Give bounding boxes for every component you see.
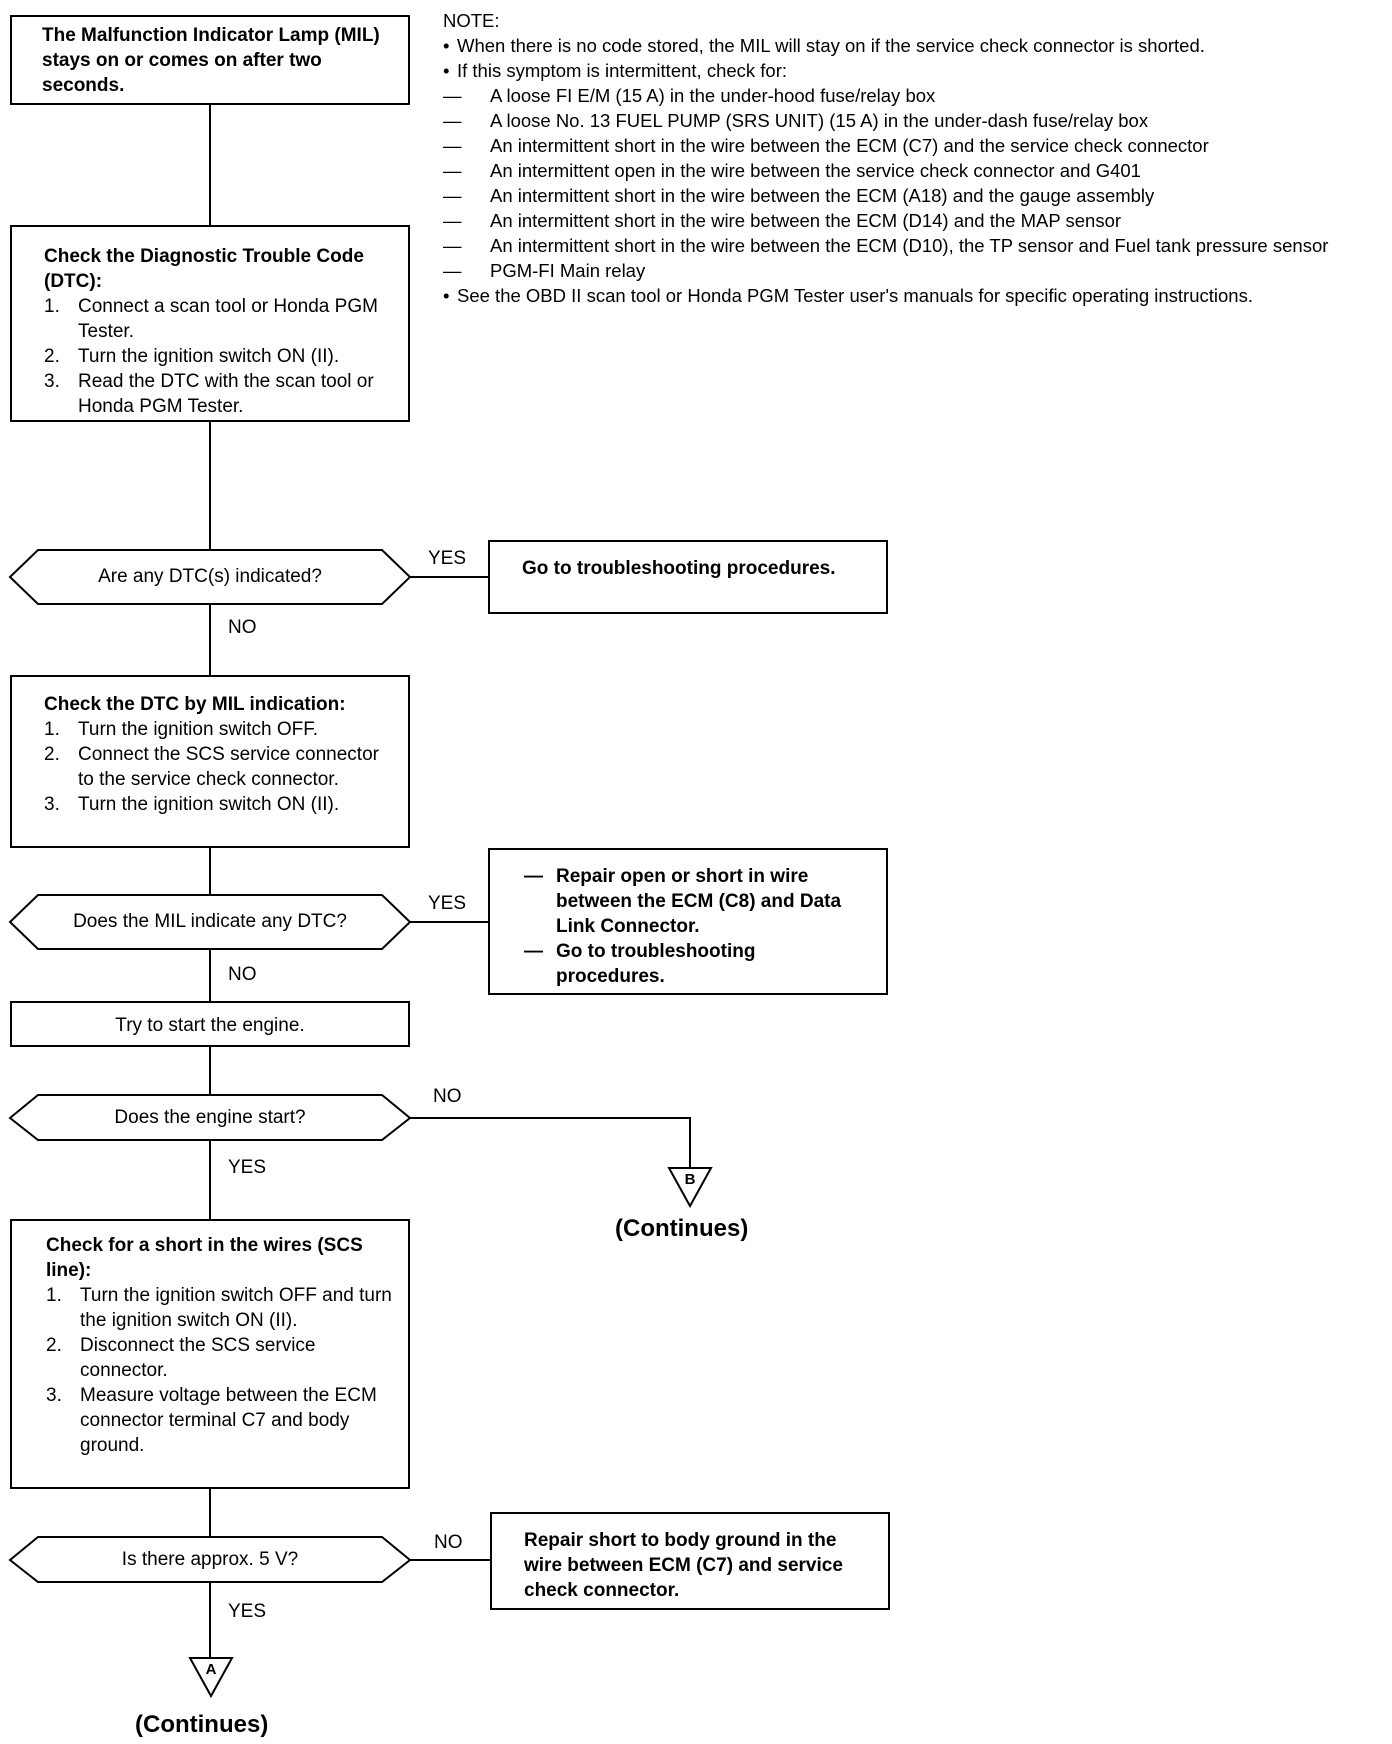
decision2-question: Does the MIL indicate any DTC?: [73, 911, 347, 932]
start-box: The Malfunction Indicator Lamp (MIL) sta…: [10, 15, 410, 105]
decision3-yes-label: YES: [228, 1157, 267, 1178]
note-check-item: —A loose No. 13 FUEL PUMP (SRS UNIT) (15…: [443, 110, 1149, 131]
start-box-text: The Malfunction Indicator Lamp (MIL) sta…: [42, 25, 380, 96]
decision1-diamond: [8, 549, 412, 605]
connector-b-letter: B: [684, 1171, 696, 1188]
mil-check-heading: Check the DTC by MIL indication:: [44, 694, 346, 715]
decision3-question: Does the engine start?: [114, 1107, 306, 1128]
step-item: 1.Turn the ignition switch OFF and turn …: [46, 1285, 392, 1331]
note-check-item: —An intermittent open in the wire betwee…: [443, 160, 1141, 181]
note-bullet: •When there is no code stored, the MIL w…: [443, 35, 1205, 56]
dtc-check-box: Check the Diagnostic Trouble Code (DTC):…: [10, 225, 410, 422]
mil-check-steps: 1.Turn the ignition switch OFF. 2.Connec…: [44, 717, 394, 817]
note-check-item: —An intermittent short in the wire betwe…: [443, 235, 1329, 256]
step-item: 3.Turn the ignition switch ON (II).: [44, 794, 340, 815]
short-check-steps: 1.Turn the ignition switch OFF and turn …: [46, 1283, 394, 1458]
decision4-yes-label: YES: [228, 1601, 267, 1622]
step-item: 3.Measure voltage between the ECM connec…: [46, 1385, 377, 1456]
start-engine-box: Try to start the engine.: [10, 1001, 410, 1047]
connector-line: [410, 1117, 691, 1168]
note-check-item: —An intermittent short in the wire betwe…: [443, 210, 1122, 231]
troubleshooting-box: Go to troubleshooting procedures.: [488, 540, 888, 614]
decision4-diamond: [8, 1536, 412, 1583]
short-check-box: Check for a short in the wires (SCS line…: [10, 1219, 410, 1489]
decision2-no-label: NO: [228, 964, 257, 985]
dtc-check-steps: 1.Connect a scan tool or Honda PGM Teste…: [44, 294, 394, 419]
connector-b-caption: (Continues): [615, 1215, 749, 1242]
note-panel: NOTE: •When there is no code stored, the…: [443, 8, 1383, 308]
short-check-heading: Check for a short in the wires (SCS line…: [46, 1235, 363, 1281]
decision2-diamond: [8, 894, 412, 950]
repair-item: —Repair open or short in wire between th…: [524, 866, 842, 937]
connector-a-triangle: [188, 1657, 234, 1699]
step-item: 3.Read the DTC with the scan tool or Hon…: [44, 371, 374, 417]
step-item: 2.Disconnect the SCS service connector.: [46, 1335, 316, 1381]
decision2-yes-label: YES: [428, 893, 467, 914]
decision4-question: Is there approx. 5 V?: [121, 1549, 299, 1570]
note-check-item: —A loose FI E/M (15 A) in the under-hood…: [443, 85, 936, 106]
connector-b-triangle: [667, 1167, 713, 1209]
step-item: 1.Connect a scan tool or Honda PGM Teste…: [44, 296, 378, 342]
dtc-check-heading: Check the Diagnostic Trouble Code (DTC):: [44, 246, 364, 292]
mil-check-box: Check the DTC by MIL indication: 1.Turn …: [10, 675, 410, 848]
decision3-diamond: [8, 1094, 412, 1141]
connector-a-letter: A: [205, 1661, 217, 1678]
decision1-question: Are any DTC(s) indicated?: [98, 566, 322, 587]
note-check-item: —PGM-FI Main relay: [443, 260, 646, 281]
decision4-no-label: NO: [434, 1532, 463, 1553]
note-title: NOTE:: [443, 10, 500, 31]
decision1-no-label: NO: [228, 617, 257, 638]
note-check-item: —An intermittent short in the wire betwe…: [443, 185, 1155, 206]
step-item: 1.Turn the ignition switch OFF.: [44, 719, 319, 740]
note-bullet: •See the OBD II scan tool or Honda PGM T…: [443, 285, 1253, 306]
repair-short-box: Repair short to body ground in the wire …: [490, 1512, 890, 1610]
note-check-item: —An intermittent short in the wire betwe…: [443, 135, 1209, 156]
repair-open-short-box: —Repair open or short in wire between th…: [488, 848, 888, 995]
repair-item: —Go to troubleshooting procedures.: [524, 941, 756, 987]
decision3-no-label: NO: [433, 1086, 462, 1107]
step-item: 2.Connect the SCS service connector to t…: [44, 744, 379, 790]
note-bullet: •If this symptom is intermittent, check …: [443, 60, 788, 81]
decision1-yes-label: YES: [428, 548, 467, 569]
step-item: 2.Turn the ignition switch ON (II).: [44, 346, 340, 367]
connector-a-caption: (Continues): [135, 1711, 269, 1738]
